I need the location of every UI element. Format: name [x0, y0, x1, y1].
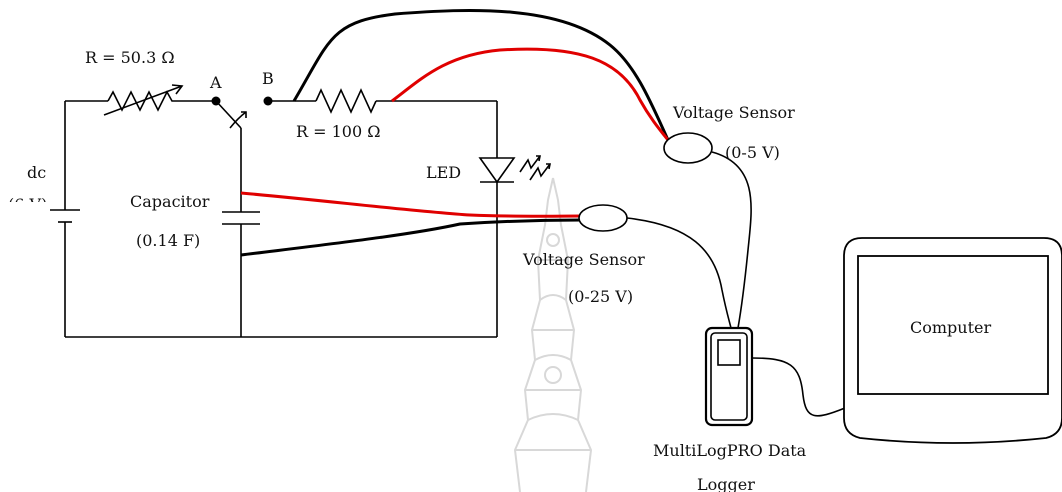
logger-screen — [717, 339, 741, 366]
mid-sensor-leads — [240, 191, 583, 257]
battery-label-mask — [4, 202, 50, 214]
sensor-top-name-label: Voltage Sensor — [672, 103, 795, 122]
sensor-mid-name-label: Voltage Sensor — [522, 250, 645, 269]
capacitor-name-label: Capacitor — [130, 192, 210, 211]
data-logger-device — [704, 326, 754, 427]
watermark-emblem — [513, 177, 593, 492]
red-lead-mid — [240, 191, 583, 218]
fixed-resistor-symbol — [315, 88, 377, 114]
top-sensor-leads — [292, 8, 670, 141]
voltage-sensor-mid — [578, 204, 628, 232]
computer-label: Computer — [910, 318, 991, 337]
sensor-mid-range-label: (0-25 V) — [568, 287, 633, 306]
logger-label-line2: Logger — [697, 475, 755, 492]
cable-top-sensor-logger — [711, 151, 752, 329]
capacitor-value-label: (0.14 F) — [136, 231, 200, 250]
circuit-wires — [64, 100, 498, 338]
logger-label-line1: MultiLogPRO Data — [653, 441, 807, 460]
variable-resistor-symbol — [103, 84, 184, 116]
cable-mid-sensor-logger — [626, 217, 732, 329]
black-lead-mid — [240, 218, 583, 257]
variable-resistor-label: R = 50.3 Ω — [85, 48, 175, 67]
sensor-top-range-label: (0-5 V) — [725, 143, 780, 162]
cable-logger-computer — [751, 357, 846, 417]
switch-label-b: B — [262, 69, 274, 88]
battery-name-label: dc — [27, 163, 46, 182]
battery-symbol — [50, 209, 80, 223]
switch-symbol — [211, 96, 273, 129]
switch-label-a: A — [209, 73, 222, 92]
computer-screen — [857, 255, 1049, 395]
fixed-resistor-label: R = 100 Ω — [296, 122, 381, 141]
computer-monitor — [843, 237, 1062, 444]
red-lead-top — [391, 47, 670, 141]
voltage-sensor-top — [663, 132, 713, 164]
black-lead-top — [292, 8, 670, 141]
node-b-dot — [263, 96, 273, 106]
led-symbol — [478, 155, 551, 184]
led-label: LED — [426, 163, 461, 182]
capacitor-symbol — [222, 211, 260, 225]
